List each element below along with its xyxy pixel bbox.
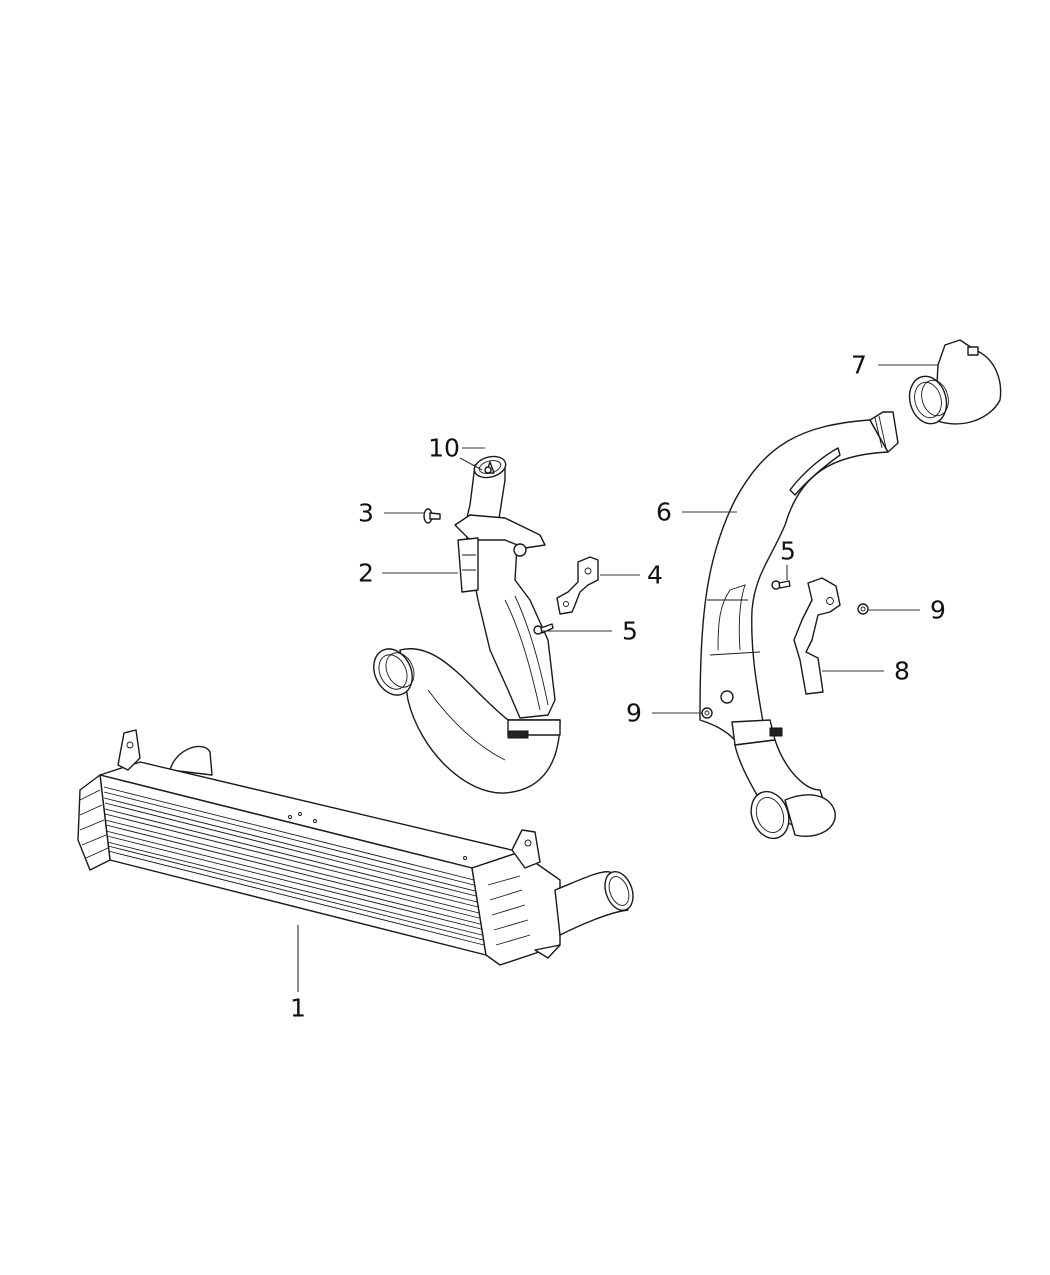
- sensor-part: [484, 461, 495, 474]
- callout-9b: 9: [626, 698, 642, 728]
- push-pin-part: [423, 508, 441, 524]
- left-duct-part: [373, 455, 561, 794]
- callout-9a: 9: [930, 595, 946, 625]
- coupler-7-part: [908, 339, 1002, 425]
- callout-4: 4: [647, 560, 663, 590]
- leader-lines: [297, 364, 938, 992]
- callout-7: 7: [851, 350, 867, 380]
- bolt-5a-part: [533, 623, 554, 635]
- nut-9a-part: [857, 603, 869, 615]
- callout-1: 1: [290, 993, 306, 1023]
- bracket-8-part: [793, 577, 841, 695]
- bolt-5b-part: [771, 580, 791, 590]
- nut-9b-part: [701, 707, 713, 719]
- callout-5b: 5: [780, 536, 796, 566]
- callout-10: 10: [428, 433, 460, 463]
- callout-2: 2: [358, 558, 374, 588]
- callout-6: 6: [656, 497, 672, 527]
- right-duct-part: [699, 411, 899, 840]
- intercooler-part: [77, 729, 634, 966]
- callout-3: 3: [358, 498, 374, 528]
- callout-5a: 5: [622, 616, 638, 646]
- callout-8: 8: [894, 656, 910, 686]
- bracket-4-part: [556, 556, 599, 615]
